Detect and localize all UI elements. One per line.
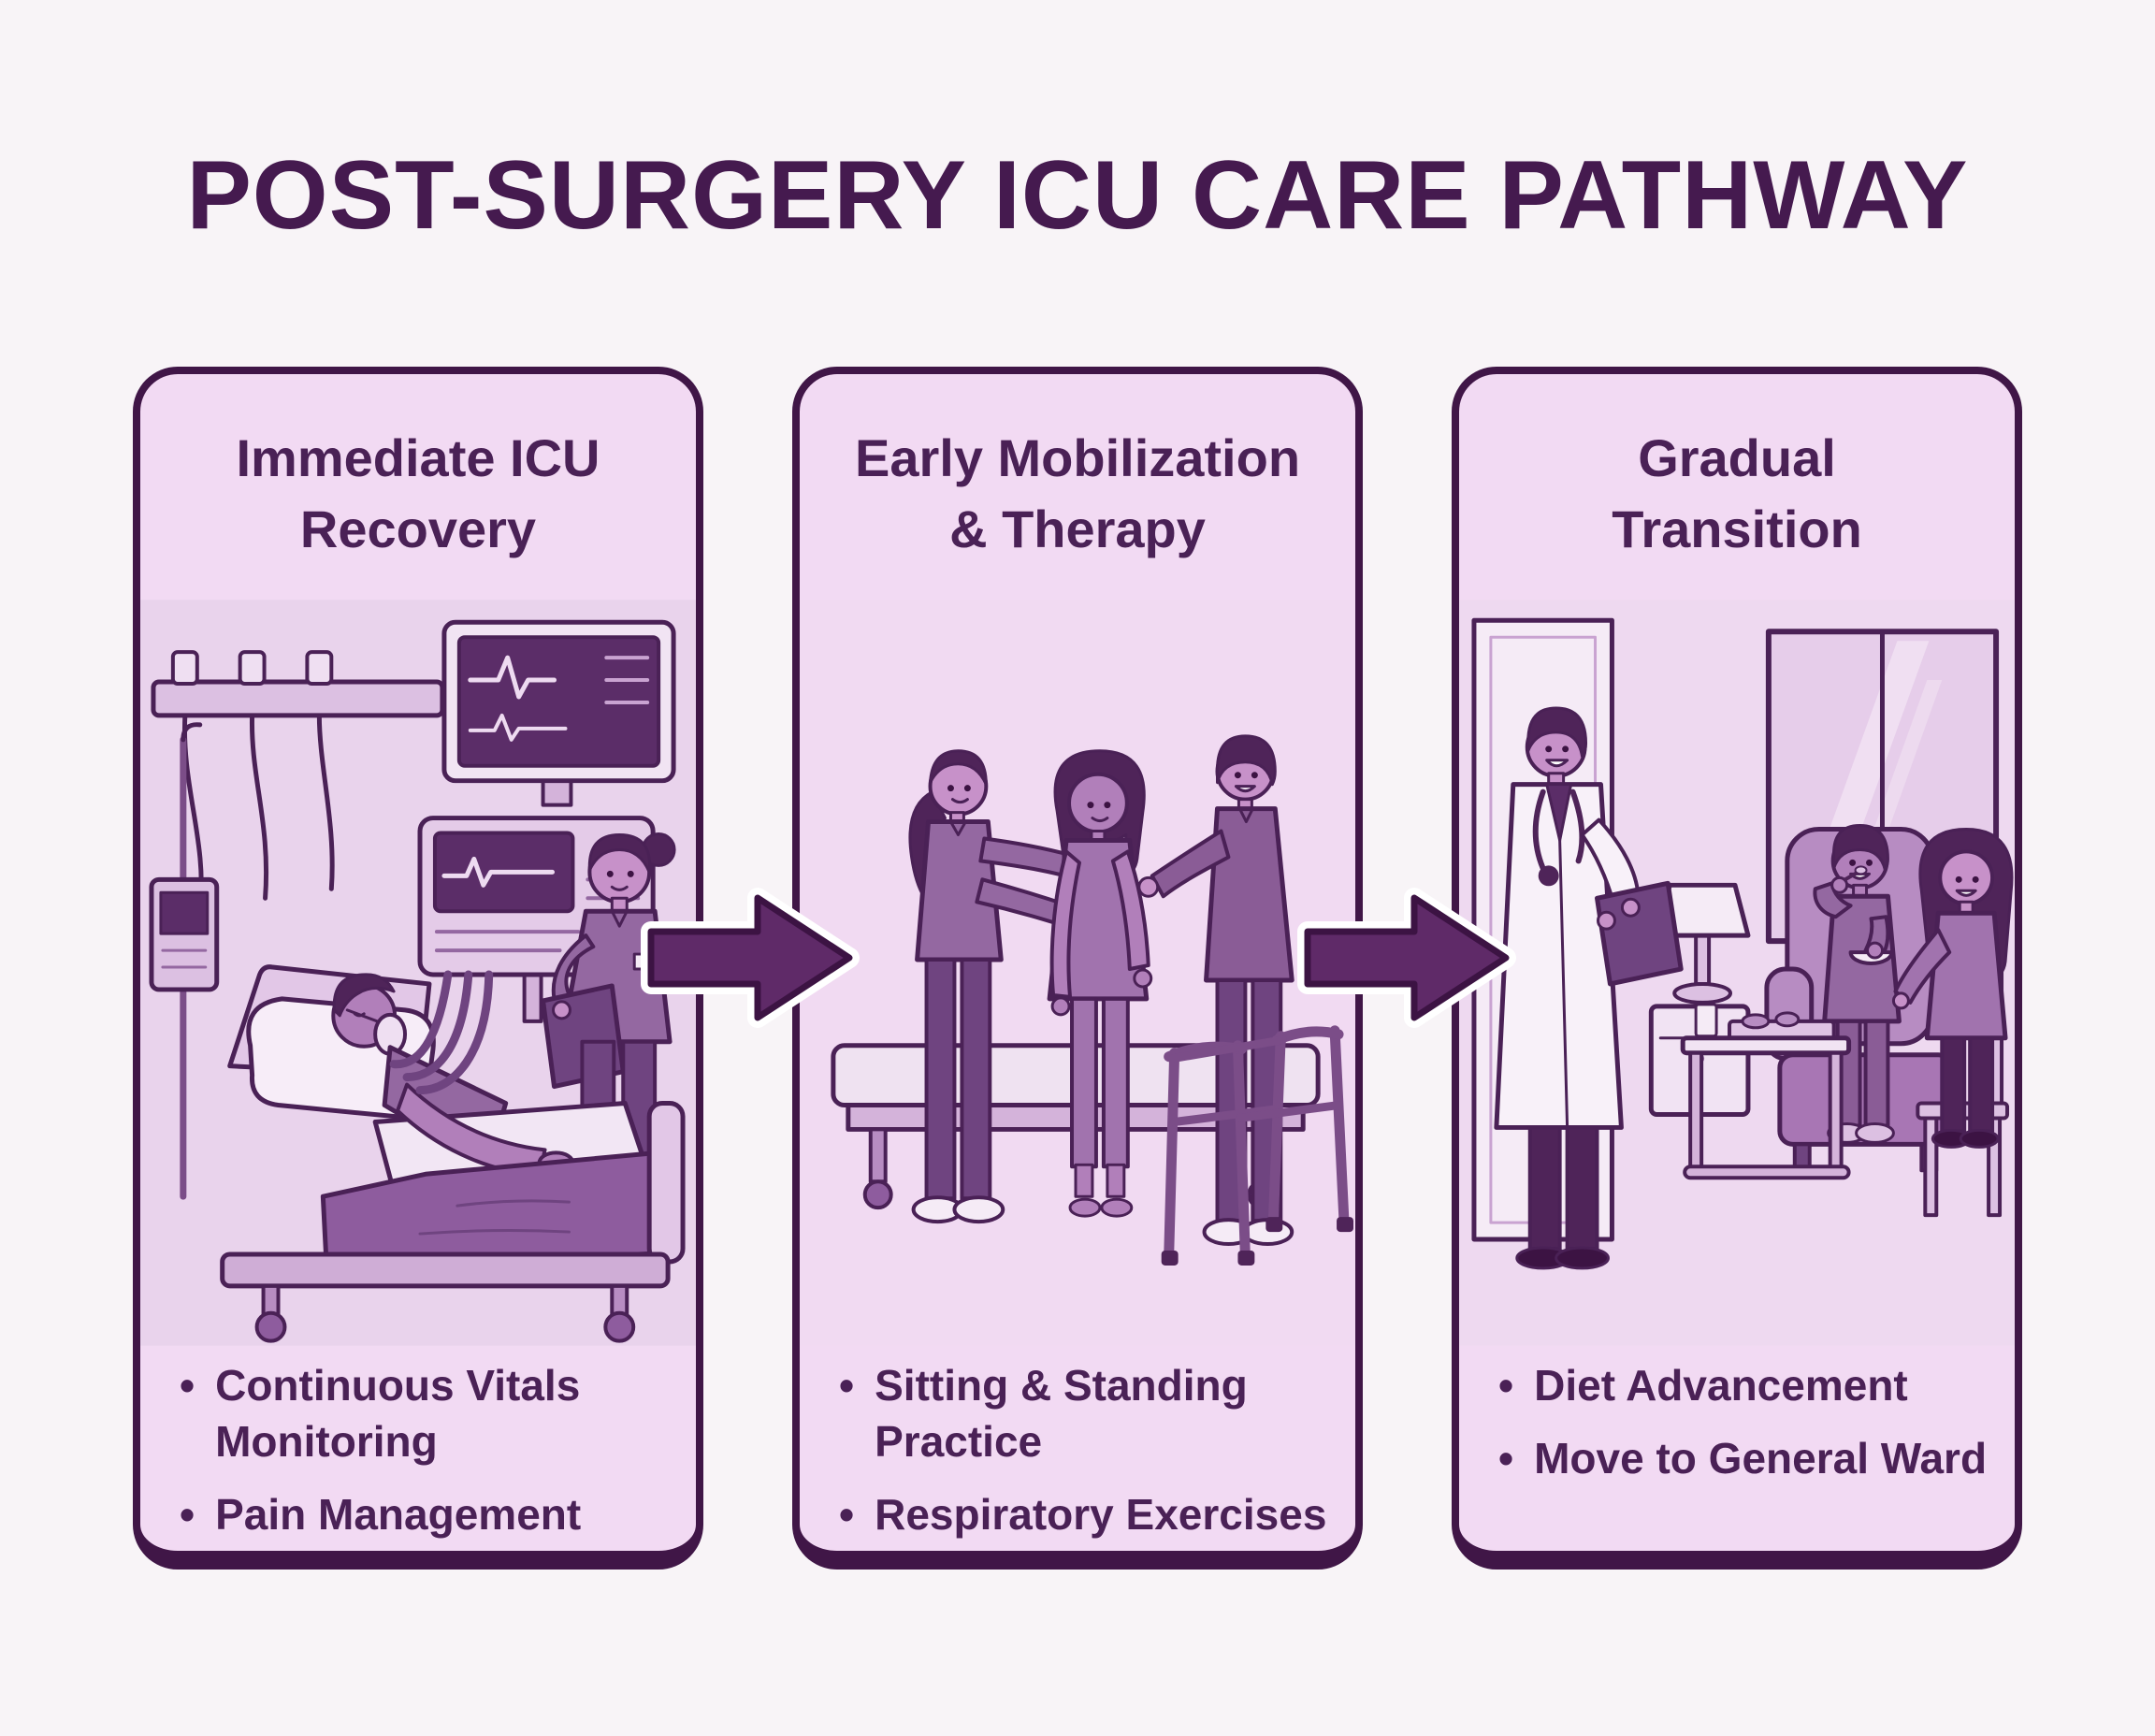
bare-foot: [1100, 1197, 1134, 1218]
bullet-item: Continuous Vitals Monitoring: [180, 1358, 672, 1470]
heading-line-2: Transition: [1612, 499, 1862, 558]
panel-immediate-icu-recovery: Immediate ICU Recovery: [133, 367, 703, 1570]
hospital-bed-with-patient: [220, 964, 686, 1343]
bullet-item: Diet Advancement: [1498, 1358, 1990, 1414]
ecg-monitor: [441, 619, 676, 807]
patient-sitting-figure: [1047, 749, 1153, 1218]
panel-heading: Gradual Transition: [1459, 423, 2015, 564]
panel-gradual-transition: Gradual Transition: [1452, 367, 2022, 1570]
heading-line-2: & Therapy: [949, 499, 1206, 558]
bed-caster-wheel: [603, 1310, 636, 1343]
bullet-list: Sitting & Standing Practice Respiratory …: [839, 1358, 1331, 1559]
bullet-item: Move to General Ward: [1498, 1431, 1990, 1487]
transition-scene-illustration: [1459, 600, 2015, 1346]
patient-eating-figure: [1813, 824, 1902, 1144]
bullet-list: Continuous Vitals Monitoring Pain Manage…: [180, 1358, 672, 1559]
ventilator-tubes: [389, 970, 494, 1095]
heading-line-2: Recovery: [299, 499, 537, 558]
heading-line-1: Immediate ICU: [236, 428, 600, 487]
arrow-right-icon: [1294, 883, 1519, 1033]
stethoscope: [1532, 788, 1546, 872]
slipper: [1855, 1121, 1895, 1144]
footboard: [646, 1101, 686, 1265]
doctor-clipboard: [1595, 880, 1684, 987]
arrow-right-icon: [638, 883, 862, 1033]
bullet-item: Pain Management: [180, 1487, 672, 1543]
heading-line-1: Gradual: [1638, 428, 1836, 487]
heading-line-1: Early Mobilization: [854, 428, 1301, 487]
iv-pump: [149, 722, 220, 1200]
bullet-item: Respiratory Exercises: [839, 1487, 1331, 1543]
icu-bed-scene-illustration: [140, 600, 696, 1346]
bed-caster-wheel: [254, 1310, 287, 1343]
bare-foot: [1068, 1197, 1102, 1218]
spoon: [1843, 870, 1860, 882]
water-glass: [1694, 1003, 1718, 1038]
headwall-rail: [151, 650, 445, 910]
mobilization-scene-illustration: [800, 600, 1355, 1346]
walker: [1161, 1025, 1354, 1266]
bullet-item: Sitting & Standing Practice: [839, 1358, 1331, 1470]
panel-early-mobilization-therapy: Early Mobilization & Therapy: [792, 367, 1363, 1570]
panel-heading: Immediate ICU Recovery: [140, 423, 696, 564]
overbed-table-with-meal: [1680, 1003, 1852, 1180]
bed-base: [220, 1251, 671, 1289]
family-member-figure: [1891, 828, 2014, 1218]
page-title: POST-SURGERY ICU CARE PATHWAY: [186, 141, 1969, 250]
bullet-list: Diet Advancement Move to General Ward: [1498, 1358, 1990, 1504]
doctor-figure: [1494, 706, 1684, 1270]
panel-heading: Early Mobilization & Therapy: [800, 423, 1355, 564]
